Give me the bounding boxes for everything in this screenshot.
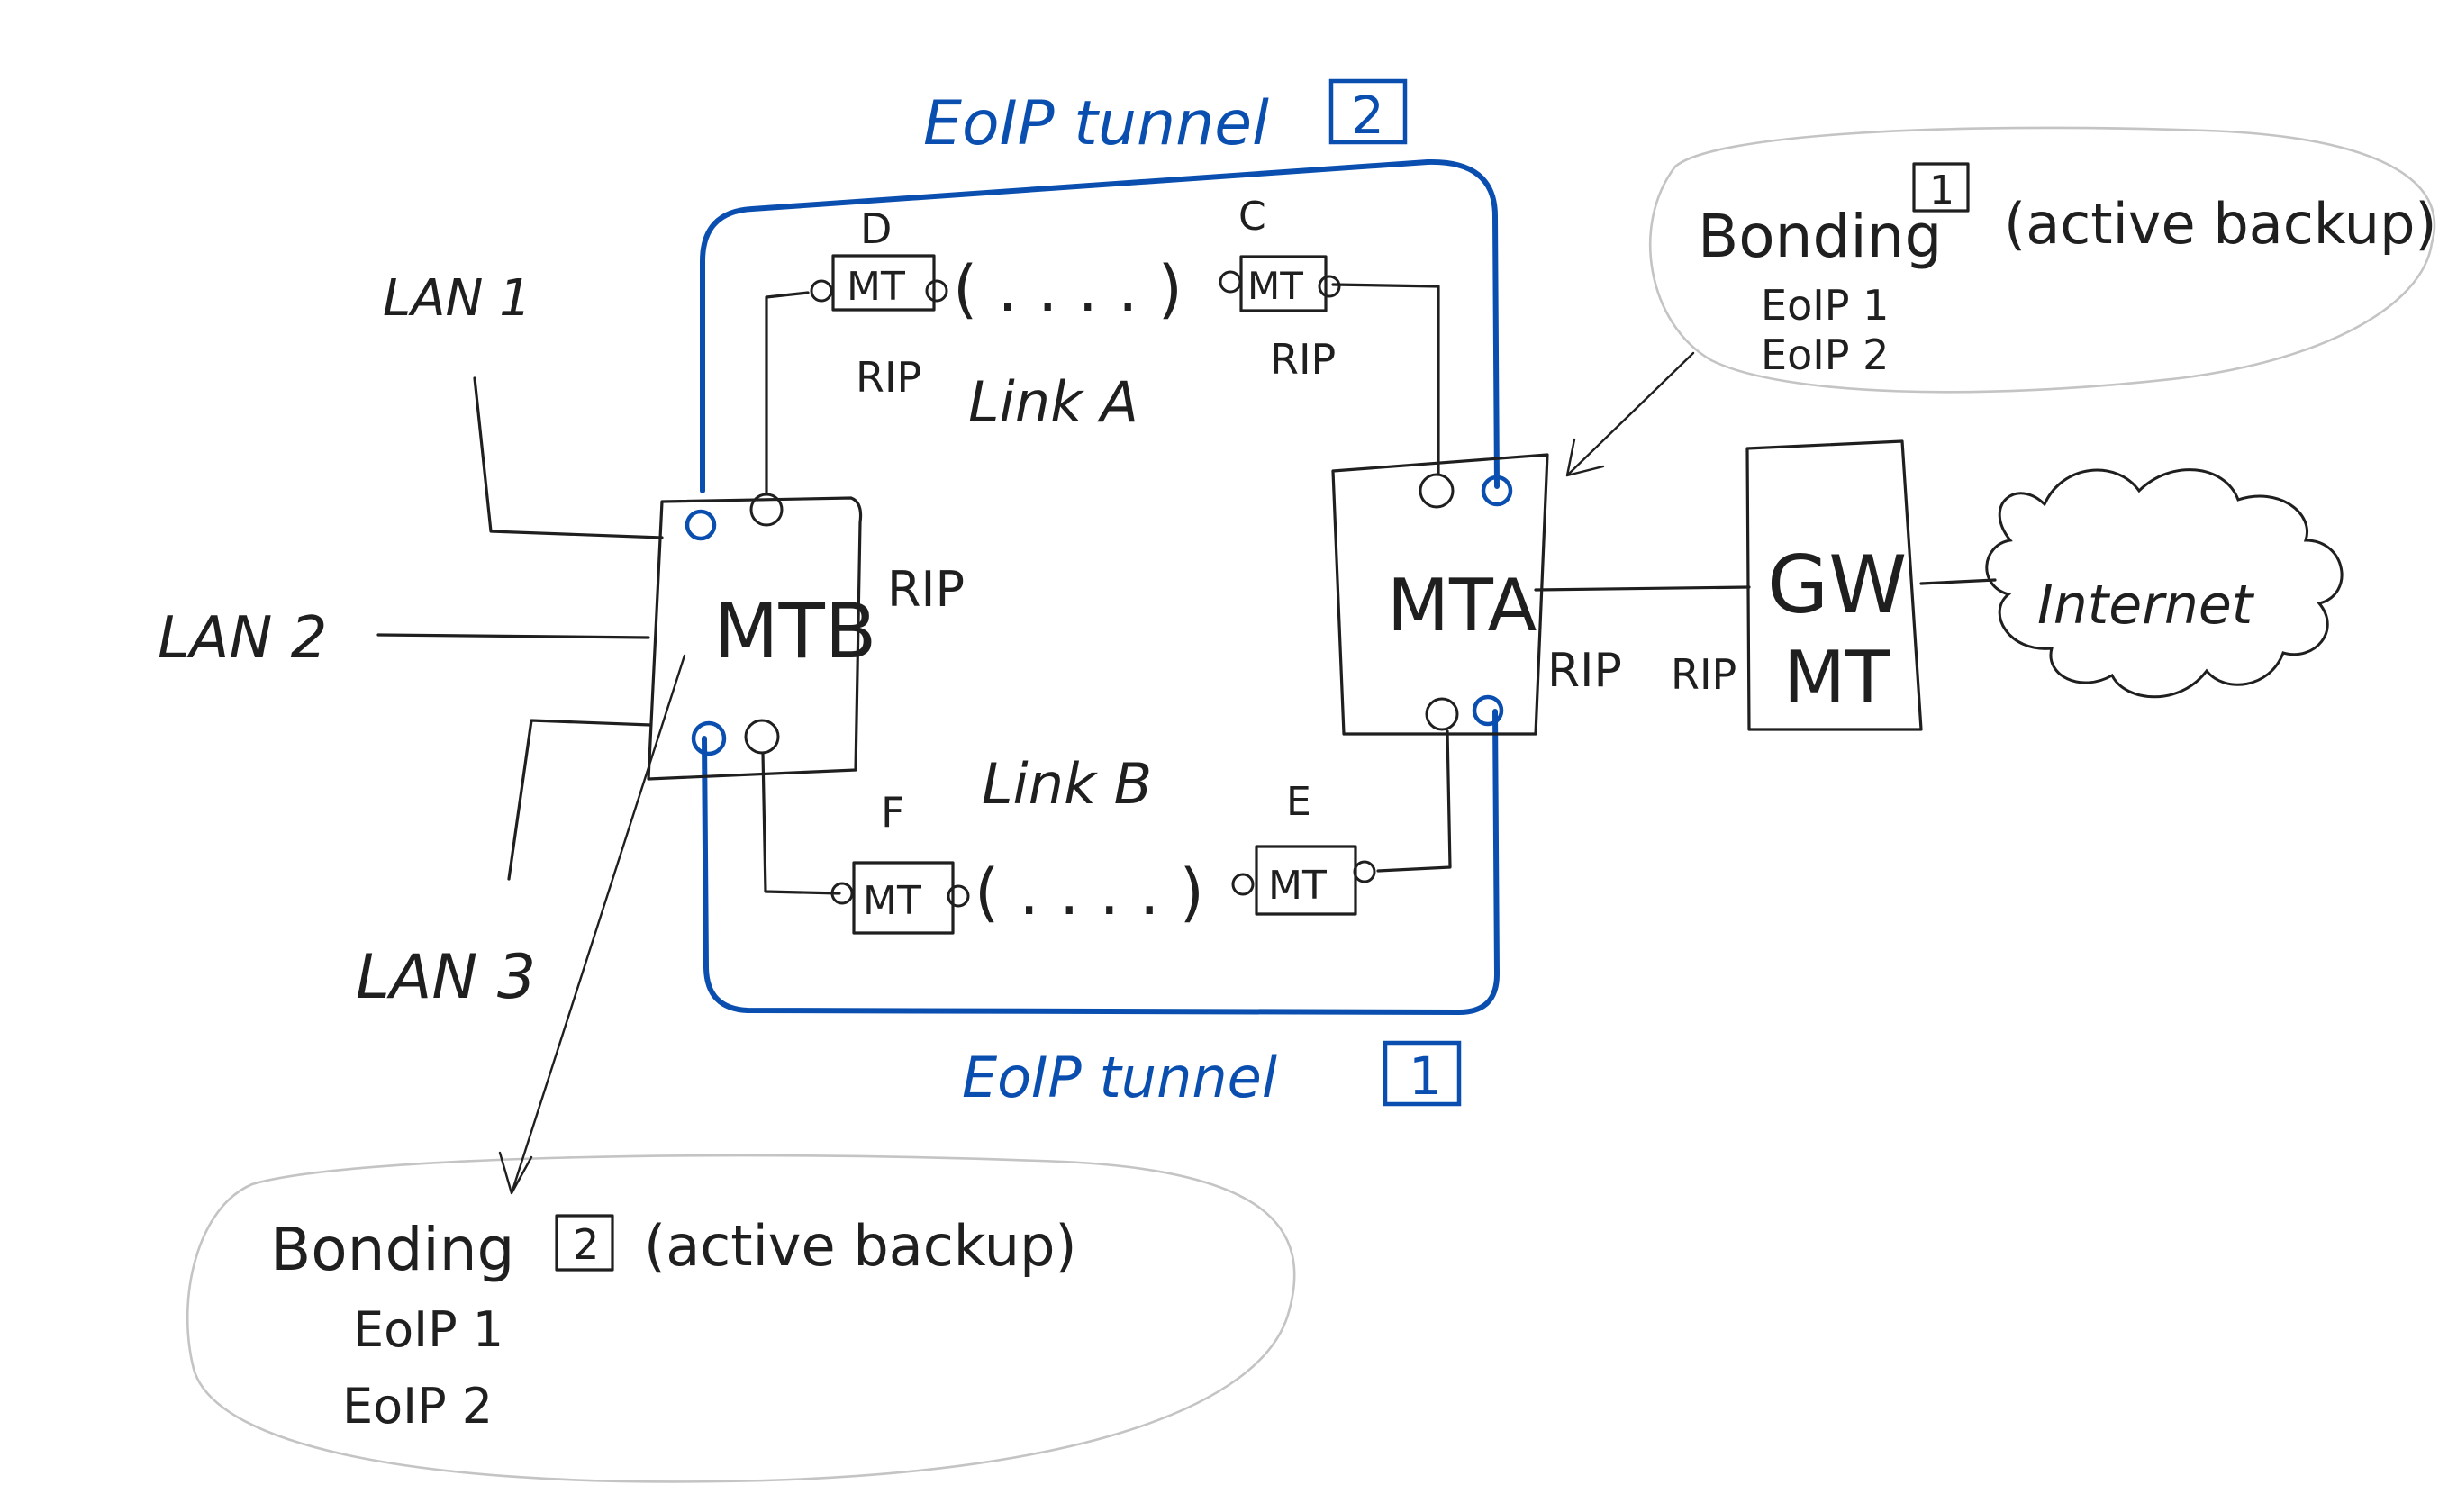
- repeater-f: MT: [830, 861, 970, 935]
- gateway-box: [1745, 439, 1923, 731]
- router-mta-box: [1331, 453, 1549, 736]
- bonding-2-member-1: EoIP 1: [353, 1301, 503, 1358]
- eoip-tunnel-2-label: EoIP tunnel: [923, 88, 1269, 159]
- bonding-1-title: Bonding: [1698, 202, 1942, 271]
- node-f-label: F: [881, 788, 904, 837]
- gw-mt-label: MT: [1783, 636, 1890, 720]
- bonding-1-arrow: [1565, 351, 1695, 477]
- router-mtb-box: [647, 496, 863, 781]
- internet-label: Internet: [2037, 574, 2255, 637]
- bonding-1-member-2: EoIP 2: [1761, 330, 1889, 379]
- eoip-tunnel-2-path: [700, 158, 1500, 493]
- eoip-tunnel-2-number: 2: [1351, 85, 1384, 146]
- bonding-1-number-box: [1912, 162, 1970, 213]
- rip-label-gw: RIP: [1671, 650, 1736, 699]
- mta-gw-wire: [1534, 585, 1751, 592]
- mtb-to-d-wire: [765, 291, 810, 495]
- lan2-wire: [376, 633, 650, 639]
- bonding-1-number: 1: [1929, 167, 1954, 213]
- bonding-1-bubble: [1649, 126, 2436, 394]
- bonding-2-arrow: [498, 654, 686, 1195]
- node-d-label: D: [860, 204, 892, 253]
- eoip-tunnel-1-number-box: [1383, 1040, 1462, 1107]
- rip-label-d: RIP: [856, 353, 921, 402]
- node-c-label: C: [1238, 194, 1266, 240]
- mta-port-top-black: [1419, 473, 1455, 509]
- mtb-port-top-blue: [685, 509, 717, 541]
- eoip-tunnel-2-number-box: [1328, 78, 1408, 145]
- internet-cloud: [1985, 468, 2344, 699]
- svg-text:MT: MT: [1268, 863, 1327, 909]
- eoip-tunnel-1-label: EoIP tunnel: [962, 1045, 1277, 1110]
- mtb-port-bottom-blue: [691, 720, 727, 756]
- bonding-1-member-1: EoIP 1: [1761, 281, 1889, 330]
- lan3-label: LAN 3: [356, 942, 536, 1013]
- rip-label-mta: RIP: [1547, 644, 1622, 698]
- rip-label-c: RIP: [1270, 335, 1336, 384]
- lan2-label: LAN 2: [158, 605, 327, 672]
- gw-label: GW: [1767, 539, 1907, 631]
- gw-internet-wire: [1919, 578, 1997, 585]
- mta-port-bottom-black: [1425, 697, 1459, 731]
- mta-port-bottom-blue: [1472, 694, 1504, 727]
- bonding-2-title: Bonding: [270, 1215, 514, 1284]
- mta-port-top-blue: [1481, 475, 1513, 507]
- lan3-wire: [507, 719, 652, 881]
- lan1-label: LAN 1: [383, 269, 531, 328]
- node-e-label: E: [1286, 779, 1311, 825]
- svg-text:MT: MT: [847, 264, 905, 310]
- eoip-tunnel-1-number: 1: [1409, 1046, 1442, 1107]
- link-a-gap: ( . . . . ): [953, 252, 1183, 326]
- link-b-gap: ( . . . . ): [975, 856, 1204, 929]
- bonding-2-bubble: [186, 1154, 1296, 1483]
- bonding-1-mode: (active backup): [2004, 191, 2437, 257]
- repeater-e: MT: [1231, 845, 1376, 916]
- link-b-label: Link B: [982, 751, 1152, 817]
- mtb-to-f-wire: [761, 751, 841, 895]
- rip-label-mtb: RIP: [887, 561, 965, 618]
- bonding-2-number: 2: [573, 1220, 599, 1269]
- bonding-2-member-2: EoIP 2: [342, 1378, 493, 1435]
- bonding-2-mode: (active backup): [644, 1213, 1077, 1279]
- bonding-2-number-box: [555, 1214, 614, 1272]
- repeater-c: MT: [1219, 255, 1341, 312]
- link-a-label: Link A: [968, 369, 1138, 435]
- mtb-label: MTB: [713, 587, 876, 675]
- lan1-wire: [473, 376, 664, 539]
- repeater-d: MT: [810, 254, 948, 312]
- mta-label: MTA: [1387, 564, 1537, 647]
- mtb-port-bottom-black: [744, 719, 780, 755]
- e-to-mta-wire: [1376, 729, 1452, 873]
- c-to-mta-wire: [1331, 283, 1440, 476]
- svg-text:MT: MT: [1247, 264, 1303, 308]
- svg-text:MT: MT: [863, 878, 921, 924]
- eoip-tunnel-1-path: [702, 709, 1500, 1015]
